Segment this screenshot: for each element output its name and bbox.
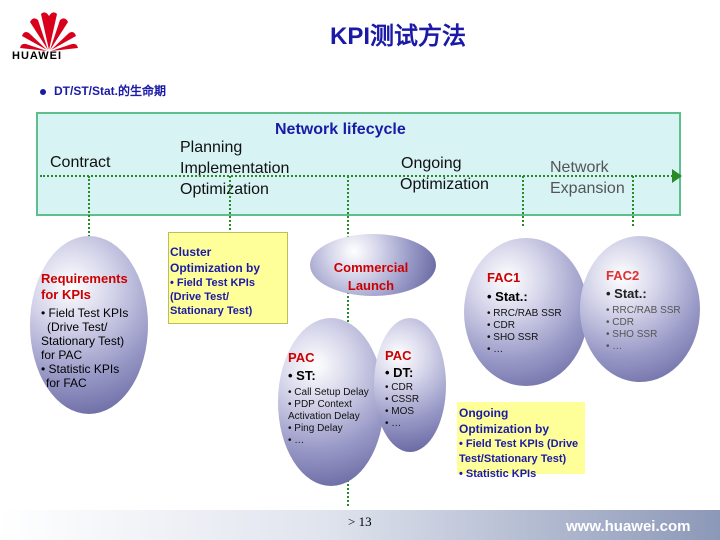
stage-ongoing-optimization-label: Optimization xyxy=(400,176,489,193)
fac2-item-2: • CDR xyxy=(606,317,634,328)
cluster-line-3: Stationary Test) xyxy=(170,305,253,317)
stage-planning-label: Planning xyxy=(180,139,243,156)
stage-network-label: Network xyxy=(550,159,609,176)
timeline-arrow-icon xyxy=(672,169,682,183)
pac-st-item-5: • … xyxy=(288,435,305,446)
pac-dt-title: PAC xyxy=(385,348,412,363)
stage-ongoing: Ongoing Optimization xyxy=(400,153,489,195)
fac2-text: FAC2 • Stat.: • RRC/RAB SSR • CDR • SHO … xyxy=(606,268,681,353)
pac-st-text: PAC • ST: • Call Setup Delay • PDP Conte… xyxy=(288,350,369,447)
pac-dt-text: PAC • DT: • CDR • CSSR • MOS • … xyxy=(385,348,419,430)
bullet-text: DT/ST/Stat.的生命期 xyxy=(54,84,167,98)
lifecycle-title: Network lifecycle xyxy=(275,121,406,138)
cluster-title-2: Optimization by xyxy=(170,261,260,275)
fac2-bubble xyxy=(580,236,700,382)
requirements-title-1: Requirements xyxy=(41,271,128,286)
footer-bar xyxy=(0,510,720,540)
pac-dt-sub: • DT: xyxy=(385,365,414,380)
stage-optimization-label: Optimization xyxy=(180,181,269,198)
pac-st-title: PAC xyxy=(288,350,315,365)
pac-dt-item-1: • CDR xyxy=(385,382,413,393)
requirements-line-1: • Field Test KPIs xyxy=(41,306,129,320)
connector-fac2 xyxy=(632,176,634,226)
fac1-item-2: • CDR xyxy=(487,320,515,331)
huawei-logo xyxy=(14,8,84,70)
fac2-title: FAC2 xyxy=(606,268,640,283)
cluster-title-1: Cluster xyxy=(170,245,212,259)
page-number: > 13 xyxy=(348,514,372,529)
stage-implementation-label: Implementation xyxy=(180,160,290,177)
fac1-item-3: • SHO SSR xyxy=(487,332,539,343)
logo-text: HUAWEI xyxy=(12,50,62,62)
stage-network-expansion: Network Expansion xyxy=(550,157,625,199)
pac-st-item-2: • PDP Context xyxy=(288,399,352,410)
fac2-item-1: • RRC/RAB SSR xyxy=(606,305,681,316)
stage-expansion-label: Expansion xyxy=(550,180,625,197)
cluster-text: Cluster Optimization by • Field Test KPI… xyxy=(170,244,260,318)
requirements-text: Requirements for KPIs • Field Test KPIs … xyxy=(41,271,128,390)
cluster-line-1: • Field Test KPIs xyxy=(170,277,255,289)
pac-dt-bubble xyxy=(374,318,446,452)
ongoing-note xyxy=(457,402,585,474)
requirements-bubble xyxy=(30,236,148,414)
footer-url: www.huawei.com xyxy=(566,518,691,535)
requirements-line-3: Stationary Test) xyxy=(41,334,125,348)
requirements-line-2: (Drive Test/ xyxy=(47,320,108,334)
fac1-item-4: • … xyxy=(487,344,504,355)
pac-st-item-4: • Ping Delay xyxy=(288,423,343,434)
ongoing-text: Ongoing Optimization by • Field Test KPI… xyxy=(459,405,578,482)
bullet-item: DT/ST/Stat.的生命期 xyxy=(40,82,166,99)
connector-contract xyxy=(88,176,90,240)
commercial-launch-text: Commercial Launch xyxy=(326,259,416,295)
commercial-launch-line-2: Launch xyxy=(347,278,395,293)
cluster-line-2: (Drive Test/ xyxy=(170,291,230,303)
requirements-line-4: for PAC xyxy=(41,348,83,362)
pac-dt-item-2: • CSSR xyxy=(385,394,420,405)
requirements-title-2: for KPIs xyxy=(41,287,91,302)
slide-title: KPI测试方法 xyxy=(330,23,467,50)
connector-cluster xyxy=(229,176,231,234)
timeline-line xyxy=(40,175,680,177)
fac1-sub: • Stat.: xyxy=(487,289,528,304)
pac-st-bubble xyxy=(278,318,384,486)
fac1-title: FAC1 xyxy=(487,270,521,285)
stage-ongoing-label: Ongoing xyxy=(401,155,462,172)
fac1-text: FAC1 • Stat.: • RRC/RAB SSR • CDR • SHO … xyxy=(487,270,562,356)
pac-st-item-3: Activation Delay xyxy=(288,411,360,422)
bullet-dot-icon xyxy=(40,88,46,95)
pac-dt-item-4: • … xyxy=(385,418,402,429)
ongoing-title-2: Optimization by xyxy=(459,422,549,436)
fac2-sub: • Stat.: xyxy=(606,286,647,301)
pac-st-sub: • ST: xyxy=(288,368,316,383)
requirements-line-5: • Statistic KPIs xyxy=(41,362,120,376)
stage-planning: Planning Implementation Optimization xyxy=(180,137,289,200)
ongoing-line-2: Test/Stationary Test) xyxy=(459,453,567,465)
commercial-launch-line-1: Commercial xyxy=(333,260,409,275)
stage-contract: Contract xyxy=(50,154,111,171)
fac1-bubble xyxy=(464,238,588,386)
fac2-item-3: • SHO SSR xyxy=(606,329,658,340)
connector-fac1 xyxy=(522,176,524,226)
ongoing-line-3: • Statistic KPIs xyxy=(459,468,537,480)
cluster-note xyxy=(168,232,288,324)
pac-st-item-1: • Call Setup Delay xyxy=(288,387,369,398)
commercial-launch-bubble xyxy=(310,234,436,296)
fac2-item-4: • … xyxy=(606,341,623,352)
ongoing-line-1: • Field Test KPIs (Drive xyxy=(459,438,579,450)
ongoing-title-1: Ongoing xyxy=(459,406,509,420)
fac1-item-1: • RRC/RAB SSR xyxy=(487,308,562,319)
pac-dt-item-3: • MOS xyxy=(385,406,415,417)
lifecycle-panel xyxy=(36,112,681,216)
requirements-line-6: for FAC xyxy=(46,376,87,390)
